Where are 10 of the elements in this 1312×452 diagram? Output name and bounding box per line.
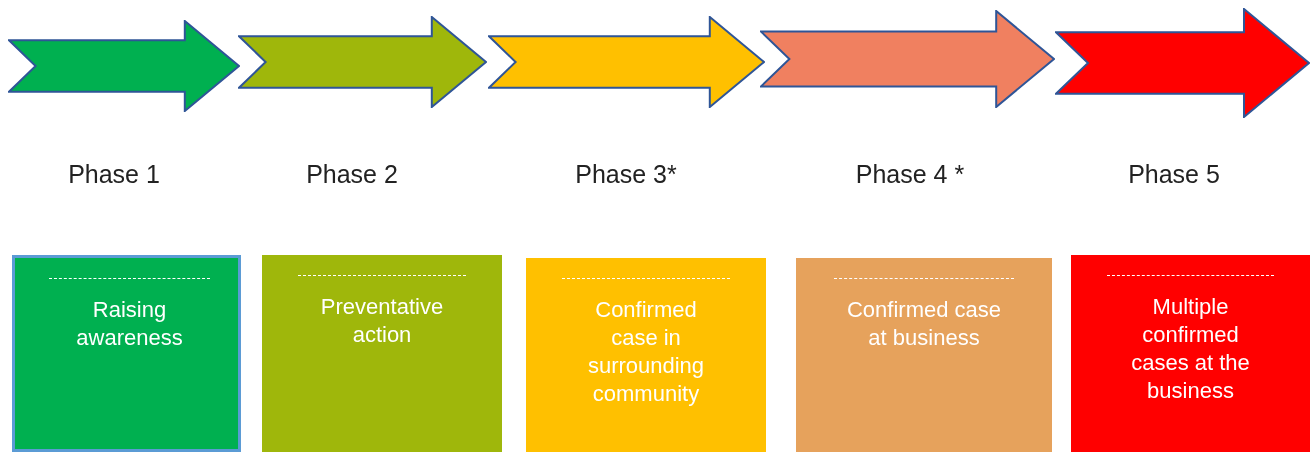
phase-label: Phase 4 * [855, 160, 965, 189]
phase-description: Multiple confirmed cases at the business [1130, 293, 1251, 405]
phase-description: Confirmed case in surrounding community [586, 296, 706, 408]
phase-label: Phase 2 [306, 160, 398, 189]
phase-description: Preventative action [319, 293, 445, 349]
phase-label: Phase 3* [575, 160, 677, 189]
phase-description: Raising awareness [75, 296, 184, 352]
phase-label: Phase 5 [1128, 160, 1220, 189]
phase-description: Confirmed case at business [845, 296, 1003, 352]
phase-label: Phase 1 [68, 160, 160, 189]
